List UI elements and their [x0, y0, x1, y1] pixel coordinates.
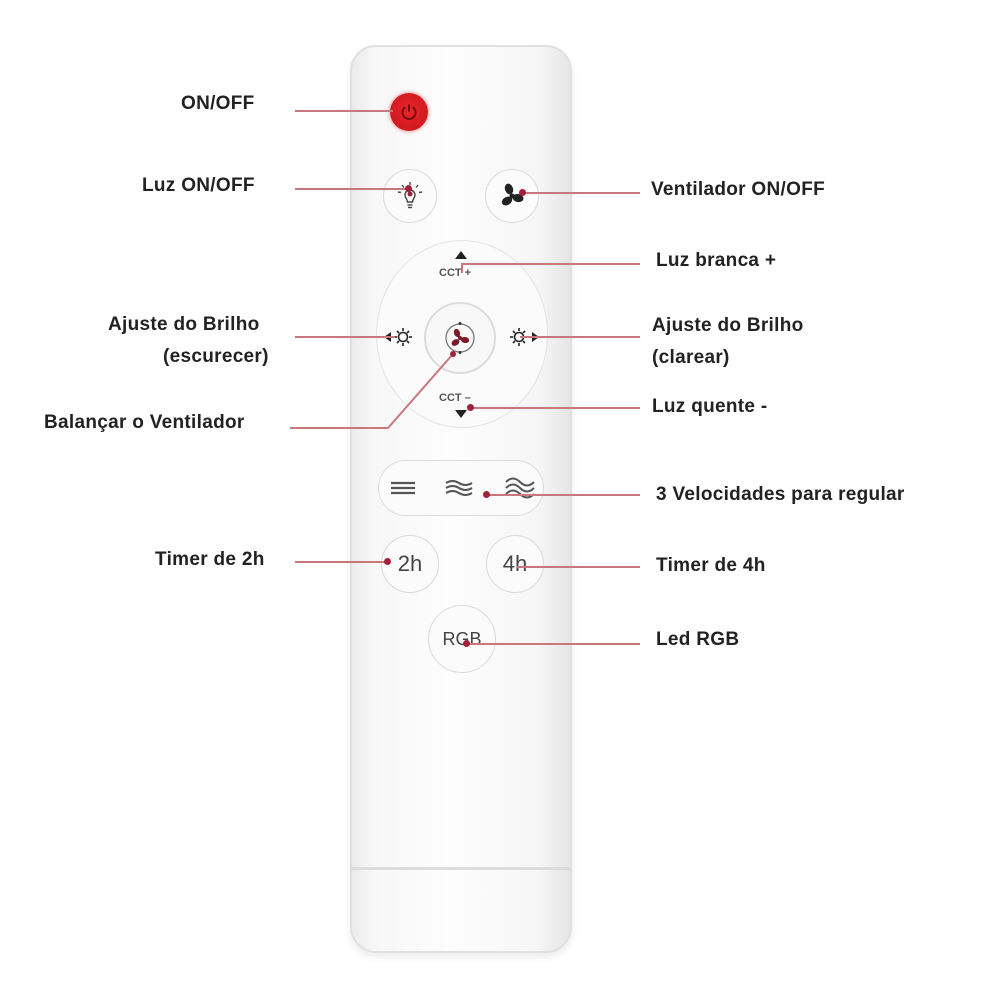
cct-plus-label: CCT + — [439, 267, 472, 279]
leader-line-brilho-clarear — [520, 336, 640, 338]
leader-dot — [519, 189, 526, 196]
arrow-up-icon — [455, 251, 467, 259]
label-velocidades: 3 Velocidades para regular — [656, 484, 905, 505]
leader-line-luz-quente — [470, 407, 640, 409]
leader-line-on-off — [295, 110, 393, 112]
leader-dot — [463, 640, 470, 647]
timer-2h-button[interactable]: 2h — [381, 535, 439, 593]
fan-swing-icon — [445, 322, 475, 354]
label-timer-4h: Timer de 4h — [656, 555, 766, 576]
label-luz-on-off: Luz ON/OFF — [142, 175, 255, 196]
speed-3-button[interactable] — [505, 476, 535, 505]
brightness-up-button[interactable] — [508, 327, 540, 352]
timer-4h-button[interactable]: 4h — [486, 535, 544, 593]
power-button[interactable] — [390, 93, 428, 131]
label-timer-2h: Timer de 2h — [155, 549, 265, 570]
leader-line-luz-branca-vertical — [461, 263, 463, 273]
label-brilho-clarear-line1: Ajuste do Brilho — [652, 315, 804, 336]
label-brilho-escurecer-line2: (escurecer) — [163, 346, 269, 367]
leader-line-brilho-escurecer — [295, 336, 395, 338]
label-luz-branca: Luz branca + — [656, 250, 777, 271]
leader-line-balancar — [290, 351, 456, 429]
leader-line-luz-branca — [462, 263, 640, 265]
timer-2h-text: 2h — [397, 551, 423, 576]
label-led-rgb: Led RGB — [656, 629, 740, 650]
leader-dot — [384, 558, 391, 565]
label-balancar: Balançar o Ventilador — [44, 412, 245, 433]
speed-2-button[interactable] — [445, 478, 473, 503]
speed-medium-icon — [445, 480, 473, 496]
cct-minus-label: CCT – — [439, 392, 471, 404]
label-brilho-clarear-line2: (clarear) — [652, 347, 730, 368]
arrow-down-icon — [455, 410, 467, 418]
speed-high-icon — [505, 477, 535, 499]
leader-dot — [467, 404, 474, 411]
fan-on-off-button[interactable] — [485, 169, 539, 223]
light-on-off-button[interactable] — [383, 169, 437, 223]
rgb-text: RGB — [442, 628, 482, 649]
leader-line-timer-4h — [517, 566, 640, 568]
label-ventilador-on-off: Ventilador ON/OFF — [651, 179, 826, 200]
label-brilho-escurecer-line1: Ajuste do Brilho — [108, 314, 260, 335]
label-luz-quente: Luz quente - — [652, 396, 768, 417]
leader-line-timer-2h — [295, 561, 387, 563]
power-icon — [401, 104, 417, 120]
battery-cover-seam — [351, 867, 571, 870]
leader-line-ventilador — [522, 192, 640, 194]
speed-low-icon — [391, 481, 415, 495]
leader-dot — [405, 185, 412, 192]
label-on-off: ON/OFF — [181, 93, 255, 114]
leader-line-velocidades — [486, 494, 640, 496]
cct-minus-button[interactable] — [454, 407, 468, 425]
fan-swing-button[interactable] — [424, 302, 496, 374]
leader-line-luz — [295, 188, 407, 190]
fan-icon — [501, 183, 524, 206]
leader-dot — [483, 491, 490, 498]
leader-line-rgb — [466, 643, 640, 645]
speed-1-button[interactable] — [390, 478, 416, 503]
rgb-button[interactable]: RGB — [428, 605, 496, 673]
timer-4h-text: 4h — [502, 551, 528, 576]
lightbulb-icon — [397, 182, 423, 209]
